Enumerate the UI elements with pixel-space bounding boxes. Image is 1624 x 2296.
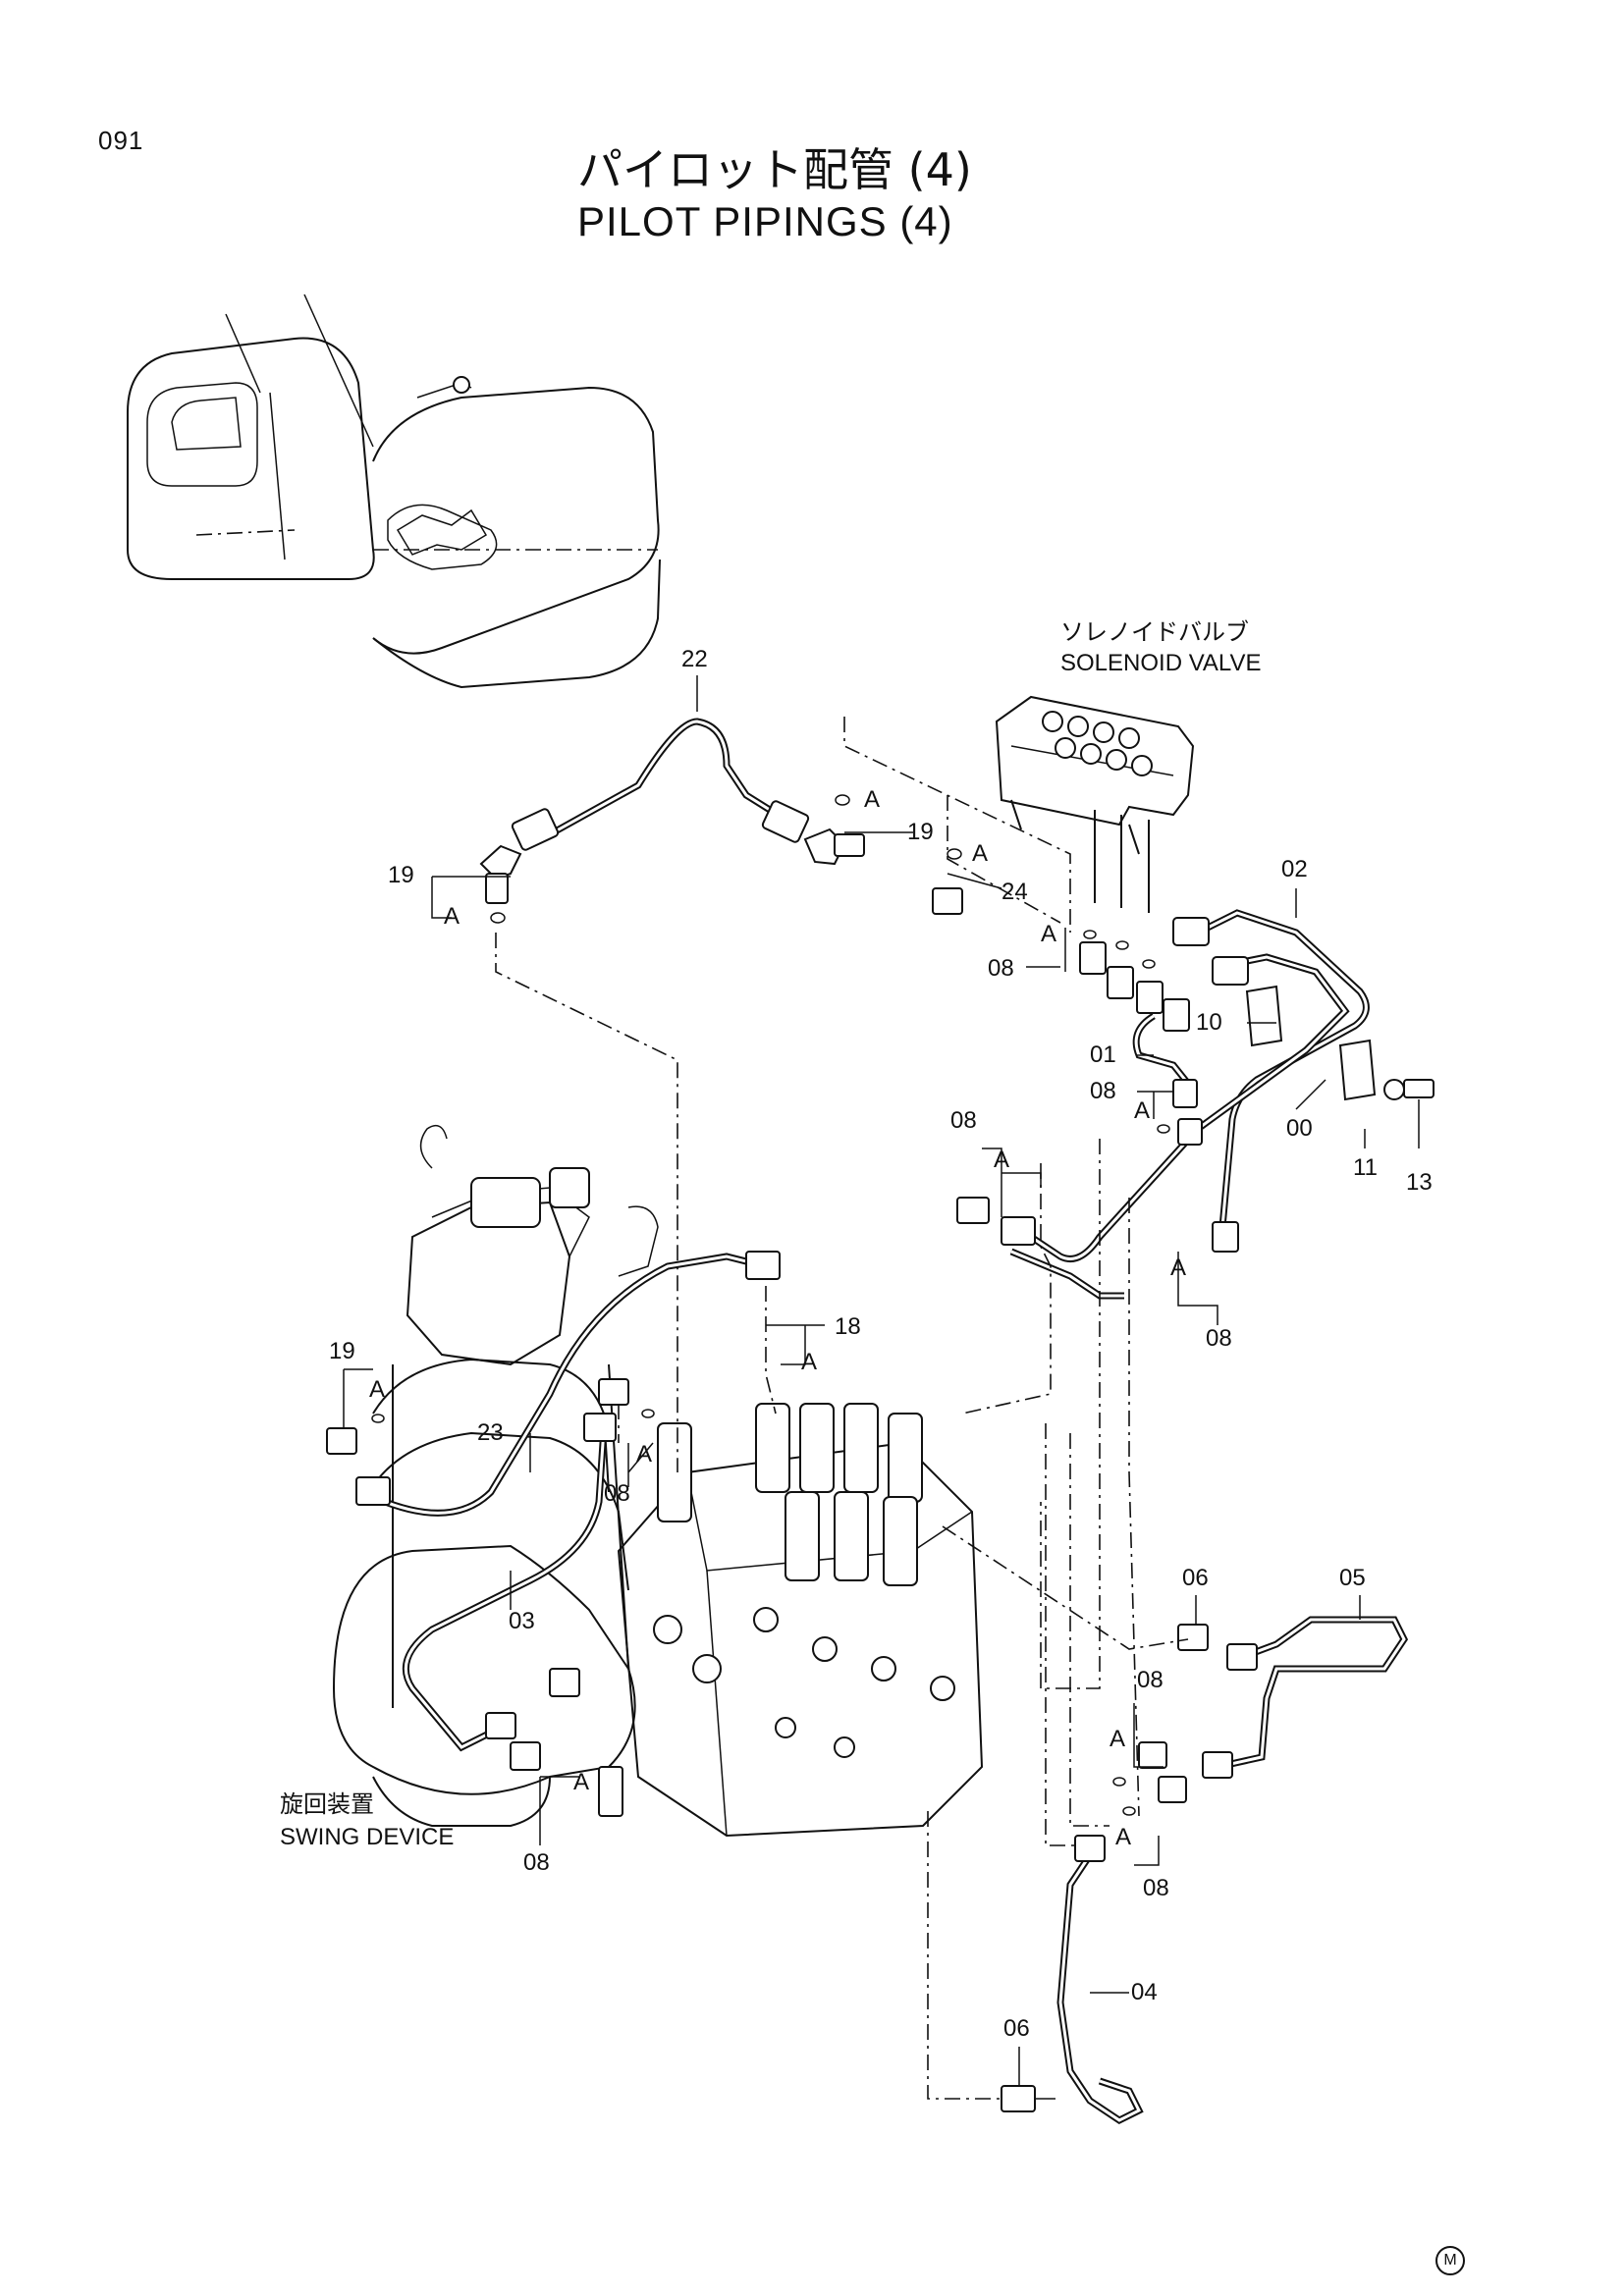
callout-08: 08 xyxy=(523,1849,550,1876)
callout-01: 01 xyxy=(1090,1041,1116,1068)
ref-letter-a: A xyxy=(1041,921,1057,947)
callout-08: 08 xyxy=(950,1107,977,1134)
ref-letter-a: A xyxy=(1134,1097,1151,1124)
callout-04: 04 xyxy=(1131,1979,1158,2005)
callout-00: 00 xyxy=(1286,1115,1313,1142)
pipe-05-fittings-06 xyxy=(1112,1616,1409,1816)
solenoid-valve-label-en: SOLENOID VALVE xyxy=(1060,650,1262,676)
pipe-04-fitting-06 xyxy=(1001,1835,1144,2125)
ref-letter-a: A xyxy=(1110,1726,1126,1752)
clamps-10-11-13 xyxy=(1245,985,1435,1101)
ref-letter-a: A xyxy=(636,1441,653,1468)
swing-device xyxy=(332,1124,659,1827)
connection-lines xyxy=(495,717,1189,2100)
callout-08: 08 xyxy=(1090,1078,1116,1104)
m-mark: M xyxy=(1435,2246,1465,2275)
callout-05: 05 xyxy=(1339,1565,1366,1591)
callout-13: 13 xyxy=(1406,1169,1433,1196)
ref-letter-a: A xyxy=(444,903,460,930)
callout-10: 10 xyxy=(1196,1009,1222,1036)
callout-08: 08 xyxy=(604,1480,630,1507)
pipes-23-03 xyxy=(326,1251,781,1752)
callout-24: 24 xyxy=(1001,879,1028,905)
ref-letter-a: A xyxy=(369,1376,386,1403)
swing-device-label-en: SWING DEVICE xyxy=(280,1824,455,1850)
callout-23: 23 xyxy=(477,1419,504,1446)
ref-letter-a: A xyxy=(994,1147,1010,1173)
callout-08: 08 xyxy=(1137,1667,1164,1693)
callout-06: 06 xyxy=(1003,2015,1030,2042)
callout-06: 06 xyxy=(1182,1565,1209,1591)
excavator-overview xyxy=(127,294,661,689)
solenoid-valve-block xyxy=(995,695,1195,913)
title-japanese: パイロット配管 (4) xyxy=(577,143,972,196)
page-number: 091 xyxy=(98,126,144,155)
callout-19: 19 xyxy=(907,819,934,845)
callout-18: 18 xyxy=(835,1313,861,1340)
callout-02: 02 xyxy=(1281,856,1308,882)
hose-22 xyxy=(511,718,810,851)
callout-11: 11 xyxy=(1353,1154,1378,1181)
title-english: PILOT PIPINGS (4) xyxy=(577,198,953,244)
callout-08: 08 xyxy=(988,955,1014,982)
callout-19: 19 xyxy=(388,862,414,888)
ref-letter-a: A xyxy=(864,786,881,813)
ref-letter-a: A xyxy=(972,840,989,867)
callout-brackets xyxy=(343,675,1420,2086)
callout-19: 19 xyxy=(329,1338,355,1364)
callout-08: 08 xyxy=(1206,1325,1232,1352)
pipe-left-08 xyxy=(956,1197,1124,1300)
ref-letter-a: A xyxy=(1115,1824,1132,1850)
ref-letter-a: A xyxy=(1170,1255,1187,1281)
callout-08: 08 xyxy=(1143,1875,1169,1901)
swing-device-label-ja: 旋回装置 xyxy=(280,1790,374,1818)
solenoid-valve-label-ja: ソレノイドバルブ xyxy=(1060,618,1249,646)
callout-03: 03 xyxy=(509,1608,535,1634)
ref-letter-a: A xyxy=(573,1769,590,1795)
pipe-bundle-02-00 xyxy=(1001,909,1370,1262)
ref-letter-a: A xyxy=(801,1349,818,1375)
fittings-upper xyxy=(479,794,963,924)
control-valve xyxy=(510,1403,984,1838)
callout-22: 22 xyxy=(681,646,708,672)
